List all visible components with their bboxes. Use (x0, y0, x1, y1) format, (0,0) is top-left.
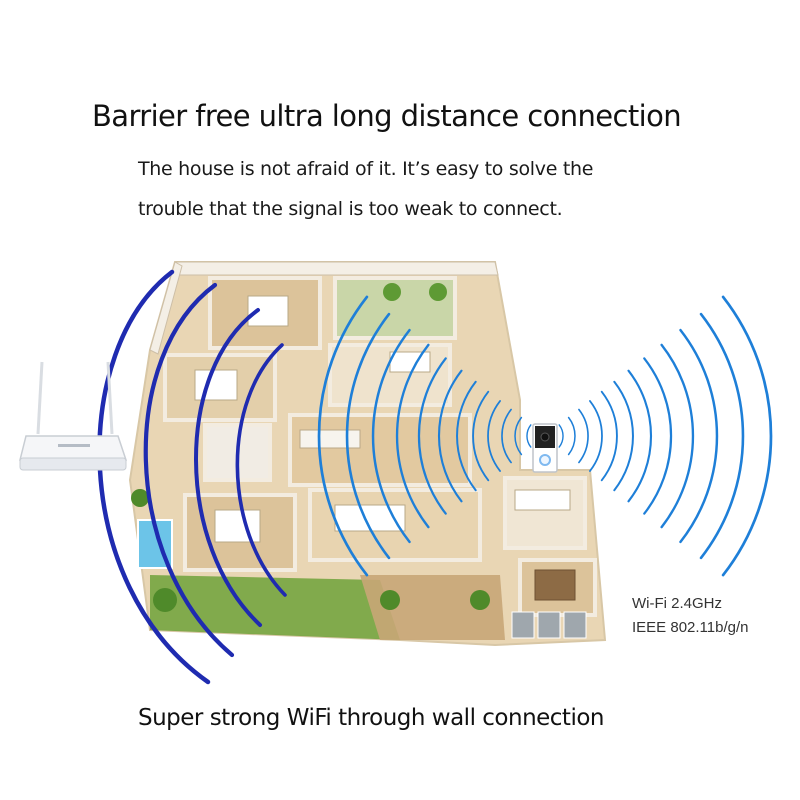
doorbell-wave-right (679, 328, 719, 544)
sofa-lounge (514, 489, 571, 511)
plant (470, 590, 490, 610)
bed-right (534, 569, 576, 601)
footer-caption: Super strong WiFi through wall connectio… (138, 705, 605, 731)
plant (131, 489, 149, 507)
doorbell-wave-left (345, 312, 391, 560)
router-wave (235, 343, 287, 597)
sofa-living (299, 429, 361, 449)
router-wave (143, 282, 235, 658)
glass-door (511, 611, 535, 639)
doorbell-wave-left (317, 295, 369, 577)
subtext-line-2: trouble that the signal is too weak to c… (138, 198, 563, 220)
doorbell-wave-right (589, 400, 603, 472)
room-living (288, 413, 472, 487)
doorbell-button (539, 454, 551, 466)
doorbell-wave-right (643, 357, 673, 515)
doorbell-wave-left (438, 369, 463, 503)
doorbell-wave-left (456, 380, 477, 492)
doorbell-wave-right (567, 416, 576, 456)
subtext-line-1: The house is not afraid of it. It’s easy… (138, 158, 594, 180)
wifi-router-icon (19, 361, 128, 471)
doorbell-wave-left (487, 400, 501, 472)
wall-left (149, 261, 183, 355)
doorbell-wave-right (699, 312, 745, 560)
video-doorbell-icon (532, 423, 558, 473)
doorbell-wave-left (514, 416, 523, 456)
kitchen-counter (389, 351, 431, 373)
doorbell-wave-left (371, 328, 411, 544)
glass-door (537, 611, 561, 639)
doorbell-wave-right (627, 369, 652, 503)
doorbell-wave-left (526, 424, 532, 448)
bed-left (194, 369, 238, 401)
doorbell-wave-right (578, 408, 589, 464)
doorbell-wave-right (660, 343, 695, 529)
doorbell-camera-lens (540, 432, 550, 442)
wall-top (174, 261, 499, 276)
plant (429, 283, 447, 301)
doorbell-wave-left (417, 357, 447, 515)
room-right-lounge (503, 476, 587, 550)
doorbell-wifi-waves (317, 295, 773, 577)
plant (383, 283, 401, 301)
spec-frequency: Wi-Fi 2.4GHz (632, 595, 722, 612)
router-logo-strip (58, 444, 90, 447)
doorbell-wave-left (395, 343, 430, 529)
spec-standard: IEEE 802.11b/g/n (632, 619, 749, 636)
doorbell-wave-left (472, 390, 490, 482)
doorbell-wave-right (613, 380, 634, 492)
doorbell-wave-right (558, 424, 564, 448)
plant (380, 590, 400, 610)
lawn-front (150, 575, 400, 640)
doorbell-wave-right (600, 390, 618, 482)
router-front (19, 457, 127, 471)
doorbell-wave-right (721, 295, 773, 577)
patio-front (360, 575, 505, 640)
router-wave (194, 308, 262, 627)
plant (153, 588, 177, 612)
doorbell-wave-left (501, 408, 512, 464)
bed-bottom (214, 509, 261, 543)
headline: Barrier free ultra long distance connect… (92, 99, 682, 133)
glass-door (563, 611, 587, 639)
router-antenna (106, 361, 114, 435)
router-antenna (36, 361, 44, 435)
router-body (19, 435, 128, 461)
